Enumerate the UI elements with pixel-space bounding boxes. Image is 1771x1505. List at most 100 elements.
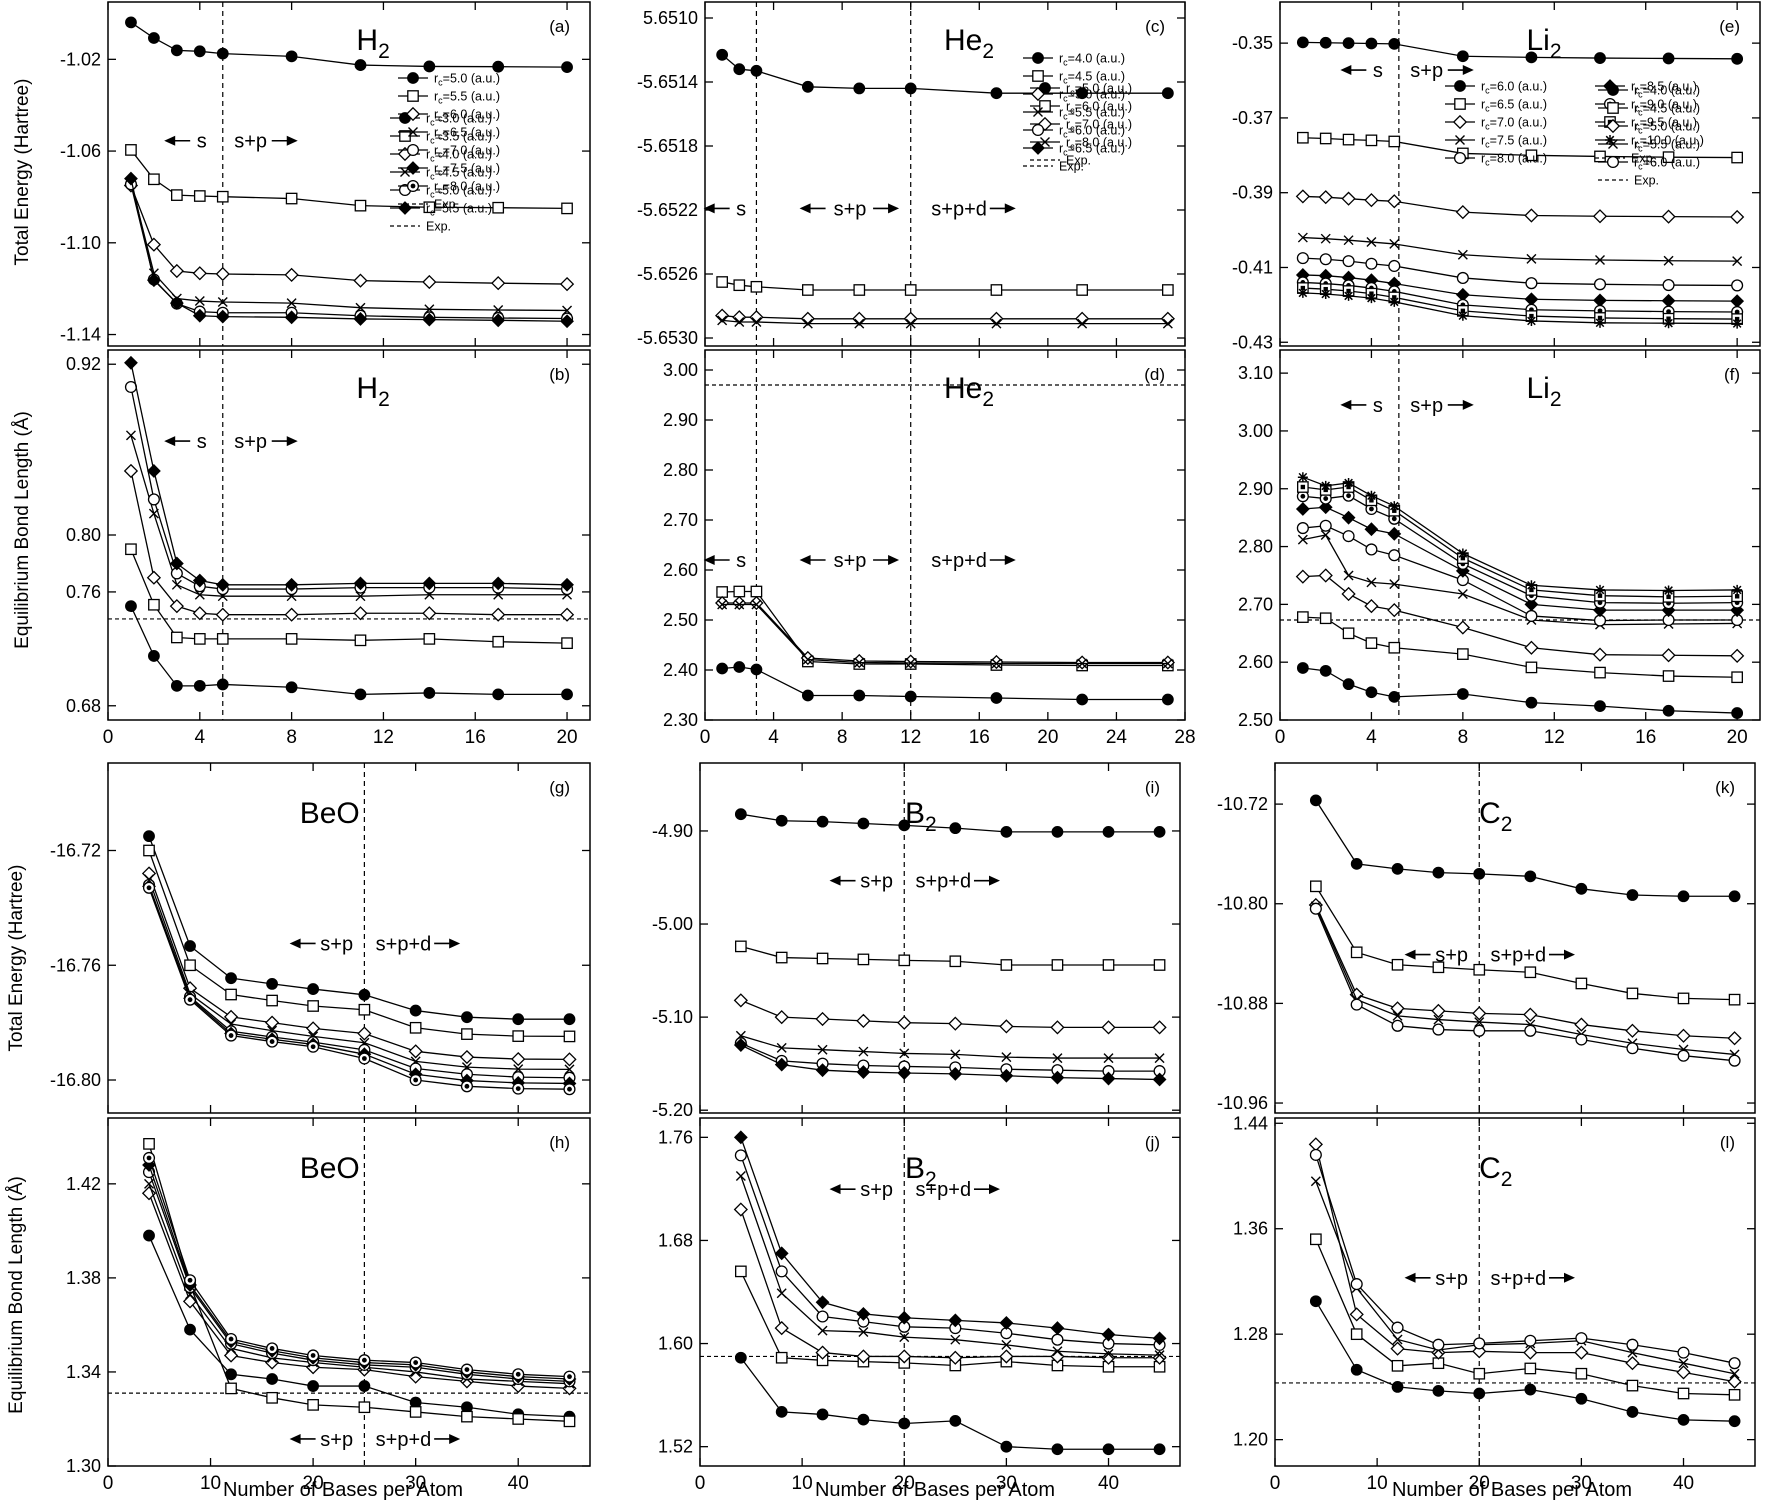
x-tick-label: 0 — [1275, 727, 1286, 748]
data-point — [1319, 132, 1332, 145]
legend-marker — [1605, 135, 1615, 145]
y-tick-label: -5.6514 — [637, 72, 698, 92]
data-point — [716, 662, 729, 675]
data-point — [1525, 661, 1538, 674]
data-point — [898, 954, 911, 967]
data-point — [1366, 577, 1377, 588]
data-point — [815, 1345, 830, 1360]
data-point — [193, 45, 206, 58]
data-point — [816, 952, 829, 965]
data-point — [948, 1313, 963, 1328]
data-point — [1343, 570, 1354, 581]
data-point — [1320, 480, 1331, 491]
data-point — [1473, 1387, 1486, 1400]
legend-marker — [1032, 52, 1044, 64]
data-point — [1472, 1006, 1487, 1021]
panel-title: BeO — [300, 1152, 360, 1185]
series-2 — [716, 276, 1174, 296]
data-point — [1154, 1053, 1165, 1064]
data-point — [857, 817, 870, 830]
data-point — [354, 59, 367, 71]
data-point — [266, 978, 278, 990]
plot-frame — [1279, 349, 1761, 721]
series-1 — [716, 661, 1174, 706]
data-point — [999, 1019, 1014, 1034]
data-point — [194, 589, 205, 600]
series-line — [722, 319, 1168, 325]
x-tick-label: 12 — [1544, 727, 1565, 748]
legend-marker — [1452, 114, 1468, 130]
right-arrow — [1548, 949, 1575, 960]
data-point — [1457, 310, 1468, 321]
series-line — [722, 603, 1168, 665]
legend-label: rc=7.5 (a.u.) — [1481, 134, 1547, 150]
data-point — [1341, 586, 1356, 602]
legend-marker — [1454, 98, 1466, 110]
data-point — [853, 82, 866, 95]
data-point — [1102, 825, 1115, 838]
data-point — [1391, 1381, 1404, 1393]
data-point — [1320, 233, 1331, 244]
legend-label: rc=10.0 (a.u.) — [1631, 134, 1704, 150]
data-point — [492, 201, 505, 214]
legend-marker — [1039, 100, 1051, 112]
data-point — [1626, 1379, 1639, 1392]
series-line — [148, 850, 570, 1038]
series-line — [1302, 281, 1738, 313]
data-point — [216, 633, 229, 645]
data-point — [1161, 87, 1174, 100]
legend-entry: rc=5.0 (a.u.) — [398, 72, 500, 88]
data-point — [1662, 151, 1675, 164]
panel-label: (l) — [1720, 1133, 1735, 1152]
data-point — [1526, 253, 1537, 264]
legend-marker — [1033, 107, 1043, 117]
y-tick-label: 0.76 — [66, 582, 101, 602]
legend-label: rc=6.0 (a.u.) — [434, 108, 500, 124]
x-tick-label: 8 — [837, 727, 848, 748]
data-point — [905, 658, 916, 668]
data-point — [1075, 655, 1090, 670]
panel-label: (b) — [549, 365, 570, 384]
data-point — [1319, 36, 1332, 49]
data-point — [169, 599, 184, 614]
series-line — [1302, 616, 1738, 678]
data-point — [143, 1229, 155, 1242]
data-point — [948, 1350, 963, 1365]
data-point — [1050, 1070, 1065, 1085]
data-point — [491, 313, 506, 328]
data-point — [491, 607, 506, 622]
series-line — [722, 281, 1168, 291]
basis-annotation: s+p — [1435, 1268, 1468, 1290]
y-tick-label: -10.88 — [1217, 993, 1268, 1013]
data-point — [734, 599, 745, 610]
data-point — [750, 663, 763, 676]
data-point — [1365, 543, 1378, 556]
legend-label: rc=9.5 (a.u.) — [1631, 116, 1697, 132]
series-3 — [1295, 568, 1745, 663]
data-point — [948, 1016, 963, 1031]
data-point — [1732, 584, 1743, 595]
data-point — [999, 1316, 1014, 1330]
basis-annotation: s+p — [234, 431, 267, 453]
data-point — [1160, 655, 1175, 670]
data-point — [776, 1288, 787, 1299]
y-tick-label: 2.90 — [663, 410, 698, 430]
basis-annotation: s+p — [860, 1179, 893, 1201]
legend-marker — [398, 201, 412, 215]
series-3 — [1308, 1137, 1742, 1389]
series-line — [1302, 495, 1738, 604]
global-labels: Total Energy (Hartree) Equilibrium Bond … — [6, 79, 1632, 1501]
legend-entry: rc=8.5 (a.u.) — [1595, 79, 1697, 96]
legend-label: rc=7.0 (a.u.) — [434, 144, 500, 160]
panel-title: He2 — [944, 24, 994, 63]
data-point — [1526, 580, 1537, 591]
y-tick-label: 2.80 — [663, 460, 698, 480]
series-3 — [715, 308, 1175, 326]
data-point — [1432, 961, 1445, 974]
data-point — [512, 1030, 525, 1042]
data-point — [1103, 1053, 1114, 1064]
x-tick-label: 4 — [1366, 727, 1377, 748]
